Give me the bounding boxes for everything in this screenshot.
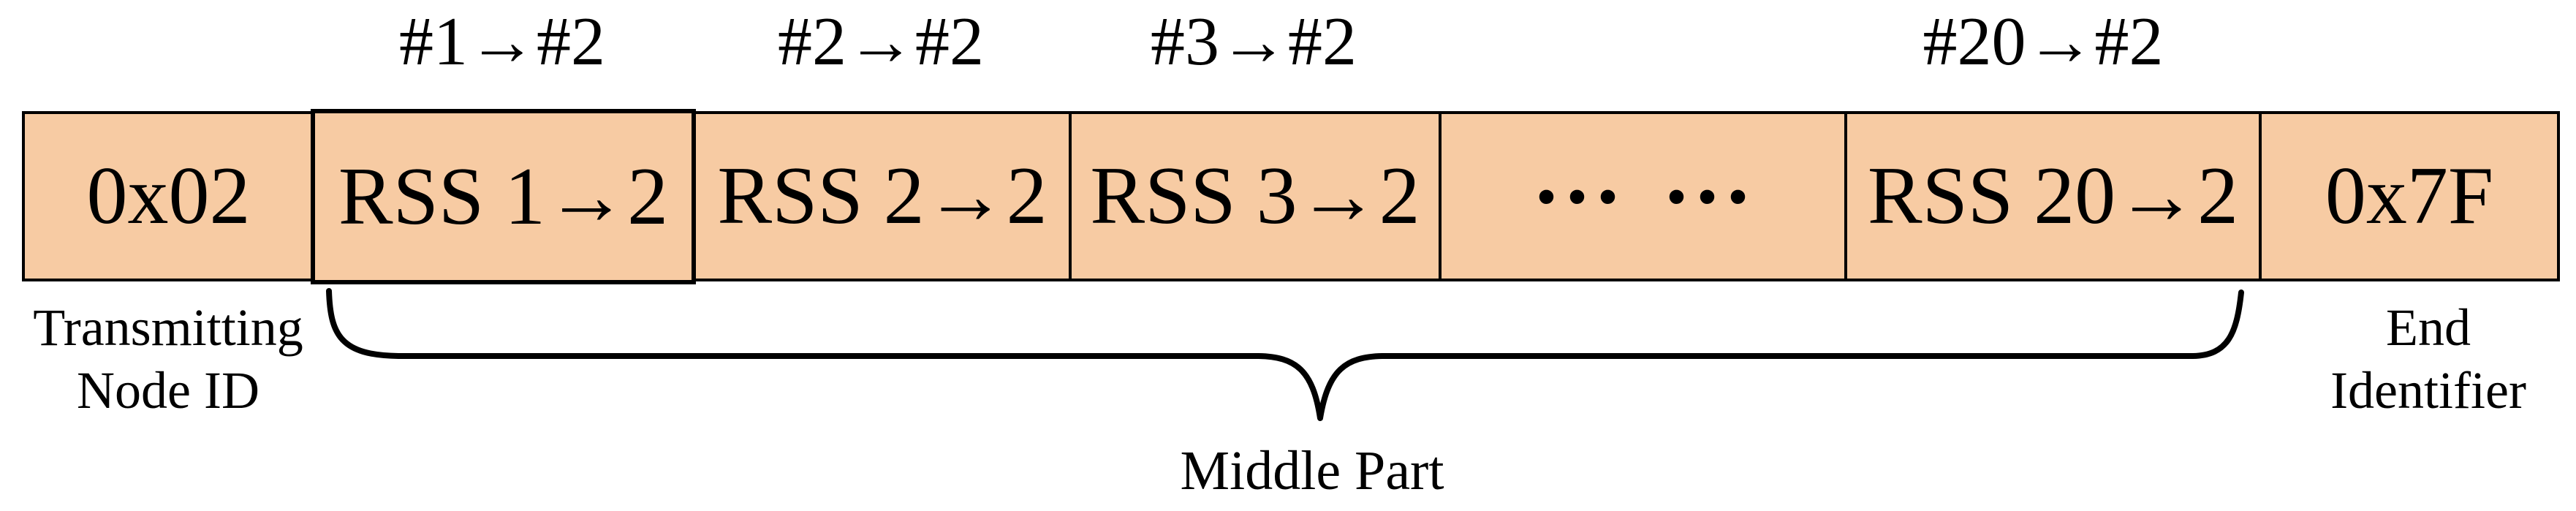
caption-end-line2: Identifier: [2330, 361, 2526, 420]
caption-transmitting-line2: Node ID: [77, 361, 260, 420]
field-label-rss-20-2: RSS 20→2: [1867, 151, 2239, 241]
field-label-rss-2-2: RSS 2→2: [717, 151, 1048, 241]
field-box-rss-2-2: RSS 2→2: [693, 111, 1072, 281]
field-box-rss-20-2: RSS 20→2: [1844, 111, 2262, 281]
field-box-start-id: 0x02: [22, 111, 315, 281]
caption-end-line1: End: [2386, 298, 2471, 357]
caption-end-identifier: End Identifier: [2330, 296, 2526, 423]
field-label-end-id: 0x7F: [2325, 151, 2494, 241]
hop-label-20-to-2: #20→#2: [1922, 4, 2164, 80]
field-box-rss-1-2: RSS 1→2: [311, 109, 696, 284]
field-label-rss-1-2: RSS 1→2: [338, 151, 669, 242]
caption-transmitting-node-id: Transmitting Node ID: [33, 296, 303, 423]
field-label-start-id: 0x02: [86, 151, 251, 241]
hop-label-2-to-2: #2→#2: [778, 4, 984, 80]
hop-label-3-to-2: #3→#2: [1151, 4, 1357, 80]
caption-transmitting-line1: Transmitting: [33, 298, 303, 357]
field-box-ellipsis: ··· ···: [1439, 111, 1847, 281]
ellipsis-dots: ··· ···: [1531, 147, 1754, 245]
field-box-rss-3-2: RSS 3→2: [1069, 111, 1442, 281]
caption-middle-part: Middle Part: [1180, 440, 1444, 501]
field-box-end-id: 0x7F: [2259, 111, 2560, 281]
field-label-rss-3-2: RSS 3→2: [1090, 151, 1420, 241]
hop-label-1-to-2: #1→#2: [399, 4, 605, 80]
